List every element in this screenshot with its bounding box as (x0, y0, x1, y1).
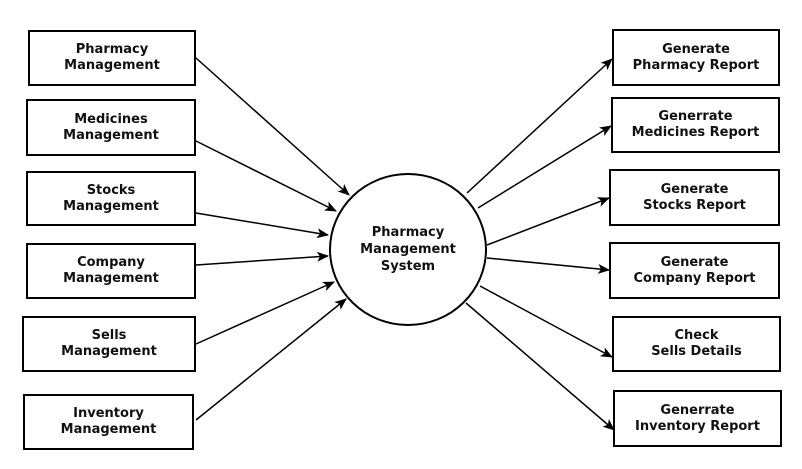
entity-label-line: Stocks Report (643, 197, 746, 213)
process-label-line: Pharmacy (371, 225, 445, 240)
entity-generrate-inventory-report: Generrate Inventory Report (613, 390, 782, 447)
entity-label-line: Medicines (74, 111, 148, 127)
arrow-generate-pharmacy-report (466, 58, 613, 194)
arrow-sells-management (195, 281, 335, 345)
entity-inventory-management: Inventory Management (23, 394, 194, 450)
arrow-generrate-medicines-report (477, 125, 612, 209)
entity-label-line: Company Report (633, 270, 756, 286)
entity-label-line: Stocks (86, 182, 136, 198)
entity-label-line: Sells (91, 328, 127, 343)
entity-label-line: Medicines Report (631, 125, 760, 140)
entity-label-line: Generate (660, 254, 729, 270)
entity-label-line: Generate (662, 41, 730, 57)
arrow-generate-company-report (486, 257, 610, 274)
entity-label-line: Inventory Report (635, 418, 760, 434)
entity-label-line: Management (63, 127, 159, 143)
entity-stocks-management: Stocks Management (26, 171, 196, 226)
entity-label-line: Management (63, 198, 159, 214)
entity-label-line: Management (64, 58, 160, 73)
entity-generate-company-report: Generate Company Report (609, 242, 780, 299)
entity-label-line: Generate (660, 181, 729, 197)
entity-label-line: Management (61, 344, 157, 359)
entity-label-line: Pharmacy (75, 42, 149, 57)
arrow-generrate-inventory-report (465, 302, 615, 431)
arrow-generate-stocks-report (486, 197, 610, 246)
entity-label-line: Management (63, 271, 159, 286)
entity-label-line: Inventory (73, 406, 144, 421)
entity-label-line: Generrate (658, 109, 733, 124)
entity-generrate-medicines-report: Generrate Medicines Report (611, 97, 780, 153)
entity-generate-stocks-report: Generate Stocks Report (609, 169, 780, 226)
arrow-stocks-management (195, 212, 329, 239)
entity-label-line: Pharmacy Report (632, 57, 760, 73)
entity-label-line: Management (60, 422, 157, 437)
entity-label-line: Sells Details (651, 344, 742, 359)
entity-pharmacy-management: Pharmacy Management (28, 30, 196, 86)
entity-label-line: Generrate (660, 402, 735, 418)
entity-label-line: Company (77, 255, 145, 270)
arrow-medicines-management (195, 140, 337, 212)
entity-medicines-management: Medicines Management (26, 99, 196, 156)
entity-company-management: Company Management (26, 243, 196, 299)
entity-generate-pharmacy-report: Generate Pharmacy Report (612, 29, 780, 86)
arrow-inventory-management (195, 298, 347, 421)
process-pharmacy-management-system: Pharmacy Management System (329, 173, 487, 326)
entity-sells-management: Sells Management (22, 316, 196, 372)
entity-check-sells-details: Check Sells Details (612, 316, 781, 372)
arrow-check-sells-details (479, 285, 613, 358)
entity-label-line: Check (674, 328, 719, 343)
process-label-line: System (380, 259, 436, 274)
arrow-pharmacy-management (195, 57, 350, 196)
process-label-line: Management (360, 242, 456, 257)
arrow-company-management (195, 251, 329, 266)
